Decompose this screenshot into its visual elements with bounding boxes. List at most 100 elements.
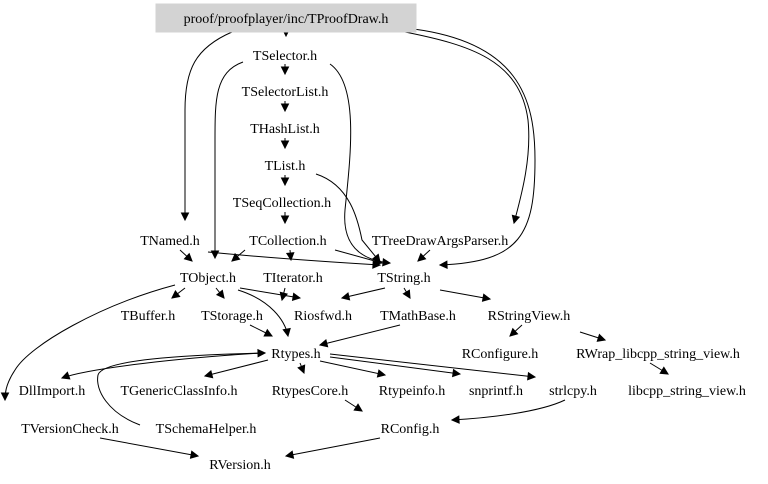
node-strlcpy[interactable]: strlcpy.h bbox=[549, 384, 597, 399]
edge-tcollection-to-titerator bbox=[285, 249, 295, 262]
node-riosfwd[interactable]: Riosfwd.h bbox=[294, 309, 352, 324]
edge-titerator-to-rtypes bbox=[279, 287, 288, 302]
edge-tselector-to-tselectorlist bbox=[280, 64, 290, 76]
edge-arrowhead bbox=[450, 415, 460, 424]
node-tstorage[interactable]: TStorage.h bbox=[201, 309, 263, 324]
node-tmathbase[interactable]: TMathBase.h bbox=[380, 309, 456, 324]
edge-arrowhead bbox=[659, 366, 669, 375]
edge-rconfig-to-rversion bbox=[284, 437, 381, 459]
edge-arrowhead bbox=[297, 364, 306, 375]
node-libcpp[interactable]: libcpp_string_view.h bbox=[628, 384, 746, 399]
edge-arrowhead bbox=[189, 450, 200, 459]
edge-tcollection-to-tobject bbox=[231, 249, 246, 262]
edge-rstringview-to-rwrap bbox=[579, 331, 607, 342]
edge-arrowhead bbox=[527, 371, 537, 381]
edge-arrowhead bbox=[382, 257, 392, 267]
node-tbuffer[interactable]: TBuffer.h bbox=[121, 309, 176, 324]
edge-arrowhead bbox=[452, 368, 462, 378]
edge-arrowhead bbox=[353, 403, 363, 412]
node-tgenericclassinfo[interactable]: TGenericClassInfo.h bbox=[120, 384, 237, 399]
edge-tseqcollection-to-tcollection bbox=[280, 212, 290, 225]
edge-arrowhead bbox=[280, 66, 290, 76]
node-rconfig[interactable]: RConfig.h bbox=[381, 422, 440, 437]
edge-tobject-to-rtypes bbox=[237, 289, 291, 338]
edge-line bbox=[97, 352, 266, 426]
edge-tstring-to-rstringview bbox=[439, 289, 492, 302]
edge-arrowhead bbox=[284, 450, 295, 459]
node-tproofdraw[interactable]: proof/proofplayer/inc/TProofDraw.h bbox=[184, 12, 389, 27]
node-tnamed[interactable]: TNamed.h bbox=[140, 234, 199, 249]
node-rstringview[interactable]: RStringView.h bbox=[488, 309, 571, 324]
edge-arrowhead bbox=[257, 348, 267, 358]
node-rwrap[interactable]: RWrap_libcpp_string_view.h bbox=[576, 347, 740, 362]
edge-line bbox=[404, 27, 536, 266]
edge-line bbox=[99, 437, 199, 457]
edge-tlist-to-tseqcollection bbox=[280, 175, 290, 187]
edge-line bbox=[319, 360, 386, 376]
edge-rtypes-to-dllimport bbox=[60, 352, 263, 380]
edge-arrowhead bbox=[402, 289, 411, 299]
node-rtypes[interactable]: Rtypes.h bbox=[271, 347, 320, 362]
node-rversion[interactable]: RVersion.h bbox=[209, 458, 271, 473]
edge-tobject-to-tbuffer bbox=[171, 287, 186, 299]
edge-tstring-to-tmathbase bbox=[402, 287, 411, 299]
edge-arrowhead bbox=[417, 252, 427, 262]
edge-line bbox=[315, 173, 381, 263]
edge-arrowhead bbox=[340, 292, 351, 301]
node-rconfigure[interactable]: RConfigure.h bbox=[462, 347, 539, 362]
edge-tselector-to-tobject bbox=[210, 61, 244, 260]
node-rtypeinfo[interactable]: Rtypeinfo.h bbox=[379, 384, 446, 399]
edge-line bbox=[184, 31, 233, 220]
node-tobject[interactable]: TObject.h bbox=[180, 271, 236, 286]
edge-arrowhead bbox=[215, 289, 225, 299]
edge-arrowhead bbox=[481, 293, 492, 302]
edge-tnamed-to-tstring bbox=[207, 251, 382, 269]
edge-line bbox=[404, 31, 530, 224]
edge-arrowhead bbox=[318, 339, 329, 348]
edge-arrowhead bbox=[183, 252, 193, 262]
node-snprintf[interactable]: snprintf.h bbox=[469, 384, 523, 399]
node-thashlist[interactable]: THashList.h bbox=[250, 122, 320, 137]
edge-rtypes-to-tgenericclassinfo bbox=[203, 359, 269, 379]
edge-arrowhead bbox=[596, 333, 607, 342]
node-tcollection[interactable]: TCollection.h bbox=[249, 234, 326, 249]
edge-line bbox=[439, 289, 491, 300]
node-tselector[interactable]: TSelector.h bbox=[253, 49, 317, 64]
node-tschemahelper[interactable]: TSchemaHelper.h bbox=[156, 422, 257, 437]
edge-line bbox=[61, 352, 263, 379]
edge-arrowhead bbox=[280, 103, 290, 113]
edge-arrowhead bbox=[171, 290, 181, 299]
node-tversioncheck[interactable]: TVersionCheck.h bbox=[21, 422, 119, 437]
node-tseqcollection[interactable]: TSeqCollection.h bbox=[233, 196, 331, 211]
graph-nodes: proof/proofplayer/inc/TProofDraw.h TSele… bbox=[19, 3, 746, 473]
edge-line bbox=[319, 324, 401, 346]
node-rtypescore[interactable]: RtypesCore.h bbox=[272, 384, 349, 399]
edge-tmathbase-to-rtypes bbox=[318, 324, 401, 348]
node-ttreedrawargsparser[interactable]: TTreeDrawArgsParser.h bbox=[372, 234, 508, 249]
edge-tproofdraw-to-ttreedrawargsparser bbox=[404, 31, 530, 225]
node-tstring[interactable]: TString.h bbox=[377, 271, 430, 286]
edge-tobject-to-tversioncheck bbox=[0, 284, 176, 402]
edge-rtypes-to-rtypescore bbox=[297, 362, 306, 375]
edge-tproofdraw-to-tnamed bbox=[180, 31, 233, 222]
edge-line bbox=[451, 399, 566, 421]
edge-rstringview-to-rconfigure bbox=[509, 324, 523, 337]
edge-rtypes-to-snprintf bbox=[329, 356, 462, 378]
edge-rtypes-to-strlcpy bbox=[329, 353, 537, 381]
edge-tschemahelper-to-rtypes bbox=[97, 348, 267, 426]
node-dllimport[interactable]: DllImport.h bbox=[19, 384, 86, 399]
edge-line bbox=[4, 284, 176, 401]
edge-rtypes-to-rtypeinfo bbox=[319, 360, 387, 378]
edge-arrowhead bbox=[0, 392, 10, 402]
node-titerator[interactable]: TIterator.h bbox=[263, 271, 322, 286]
node-tlist[interactable]: TList.h bbox=[265, 159, 306, 174]
edge-arrowhead bbox=[280, 177, 290, 187]
edge-tproofdraw-to-tstring bbox=[404, 27, 536, 270]
edge-arrowhead bbox=[231, 252, 241, 262]
edge-arrowhead bbox=[509, 327, 519, 337]
node-tselectorlist[interactable]: TSelectorList.h bbox=[242, 85, 329, 100]
edge-line bbox=[204, 359, 269, 377]
edge-tobject-to-tstorage bbox=[215, 287, 225, 299]
edge-rwrap-to-libcpp bbox=[649, 362, 669, 375]
edge-line bbox=[214, 61, 244, 258]
